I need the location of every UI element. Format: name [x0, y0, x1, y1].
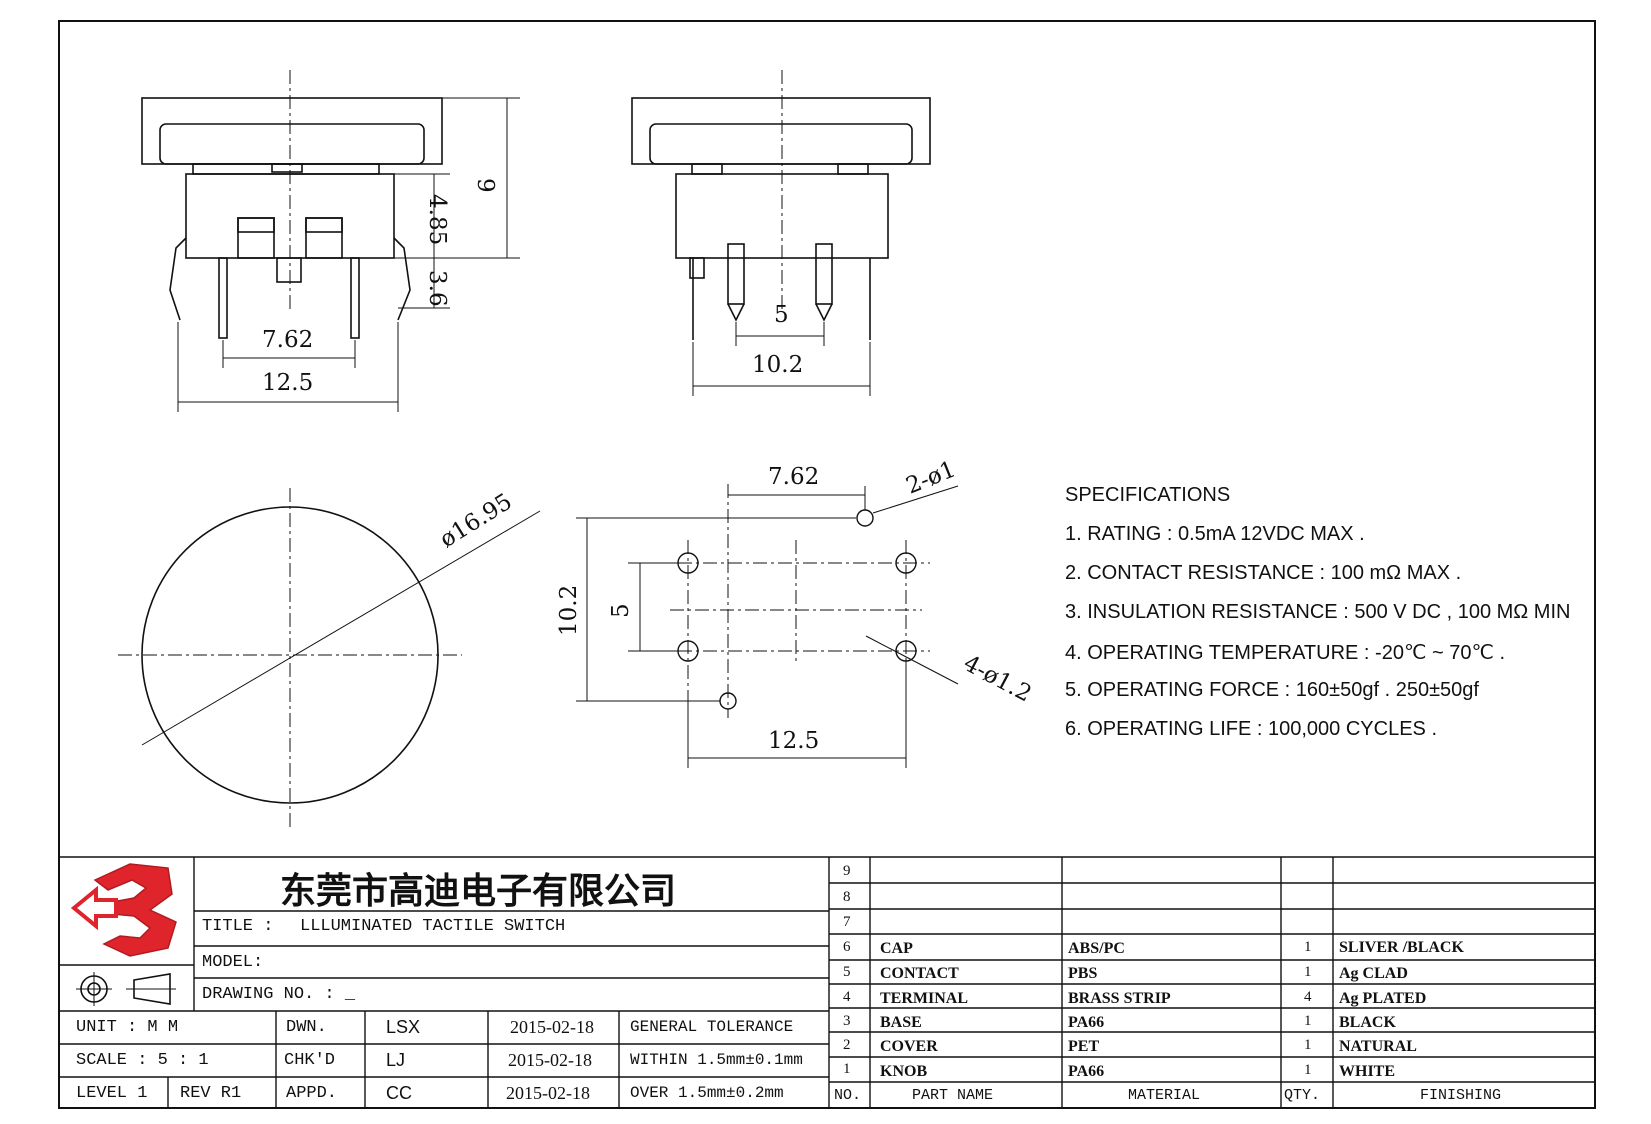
bom-material: PBS [1068, 965, 1098, 982]
scale-label: SCALE : 5 : 1 [76, 1051, 209, 1070]
dim-pcb-pitch-y: 5 [608, 603, 634, 618]
bom-finish: WHITE [1339, 1063, 1396, 1080]
first-angle-projection-icon [76, 972, 176, 1006]
dim-height-total: 9 [472, 178, 498, 193]
bom-finish: NATURAL [1339, 1038, 1417, 1055]
title-block-grid [59, 856, 1595, 1108]
rev-label: REV R1 [180, 1084, 242, 1103]
spec-insulation-resistance: 3. INSULATION RESISTANCE : 500 V DC , 10… [1065, 601, 1571, 623]
chkd-name: LJ [386, 1050, 406, 1070]
bom-qty: 1 [1304, 1013, 1312, 1029]
dim-side-width: 10.2 [752, 352, 803, 378]
bom-no: 3 [843, 1013, 851, 1029]
spec-rating: 1. RATING : 0.5mA 12VDC MAX . [1065, 523, 1365, 545]
model-label: MODEL: [202, 953, 264, 972]
bom-qty: 1 [1304, 1037, 1312, 1053]
drawing-no-label: DRAWING NO. : _ [202, 985, 356, 1004]
side-view [631, 70, 931, 340]
bom-part: CONTACT [880, 965, 959, 982]
appd-label: APPD. [286, 1084, 338, 1103]
bom-material: PA66 [1068, 1063, 1105, 1080]
bom-no: 4 [843, 989, 851, 1005]
within-tolerance: WITHIN 1.5mm±0.1mm [630, 1051, 803, 1069]
dim-pcb-height: 10.2 [556, 585, 582, 636]
bom-part: BASE [880, 1014, 922, 1031]
dim-pcb-small-holes: 2-ø1 [903, 456, 960, 499]
dim-pin-length: 3.6 [424, 270, 450, 307]
bom-row-8-no: 8 [843, 889, 851, 905]
dim-pcb-width: 12.5 [768, 728, 819, 754]
bom-part: TERMINAL [880, 990, 969, 1007]
bom-qty: 1 [1304, 964, 1312, 980]
bom-no: 6 [843, 939, 851, 955]
bom-header-finishing: FINISHING [1420, 1087, 1502, 1104]
dim-pcb-large-holes: 4-ø1.2 [959, 650, 1036, 707]
bom-material: ABS/PC [1068, 940, 1125, 957]
drawing-title: LLLUMINATED TACTILE SWITCH [300, 917, 566, 936]
spec-operating-temperature: 4. OPERATING TEMPERATURE : -20℃ ~ 70℃ . [1065, 642, 1506, 664]
general-tolerance: GENERAL TOLERANCE [630, 1018, 794, 1036]
bom-header-qty: QTY. [1284, 1087, 1321, 1104]
dim-body-height: 4.85 [424, 194, 450, 245]
company-logo [70, 863, 177, 957]
dim-side-pin-pitch: 5 [774, 302, 789, 328]
dim-front-width: 12.5 [262, 370, 313, 396]
company-name: 东莞市高迪电子有限公司 [280, 871, 677, 912]
appd-date: 2015-02-18 [506, 1083, 590, 1103]
bom-part: CAP [880, 940, 913, 957]
bom-row-7-no: 7 [843, 914, 851, 930]
bom-no: 2 [843, 1037, 851, 1053]
bom-material: PA66 [1068, 1014, 1105, 1031]
bom-finish: Ag CLAD [1339, 965, 1408, 982]
bom-part: COVER [880, 1038, 938, 1055]
bom-no: 1 [843, 1061, 851, 1077]
bom-material: BRASS STRIP [1068, 990, 1171, 1007]
bom-qty: 1 [1304, 939, 1312, 955]
bom-header-no: NO. [834, 1087, 862, 1104]
bom-row-9-no: 9 [843, 863, 851, 879]
pcb-dimensions [576, 485, 959, 768]
chkd-label: CHK'D [284, 1051, 336, 1070]
front-view [141, 70, 443, 339]
dwn-label: DWN. [286, 1018, 327, 1037]
bom-material: PET [1068, 1038, 1100, 1055]
over-tolerance: OVER 1.5mm±0.2mm [630, 1084, 784, 1102]
level-label: LEVEL 1 [76, 1084, 148, 1103]
bom-qty: 4 [1304, 989, 1312, 1005]
appd-name: CC [386, 1083, 412, 1103]
bom-header-part-name: PART NAME [912, 1087, 994, 1104]
dim-cap-diameter: ø16.95 [435, 489, 516, 553]
dim-pcb-pitch-x: 7.62 [768, 464, 819, 490]
bom-qty: 1 [1304, 1062, 1312, 1078]
spec-contact-resistance: 2. CONTACT RESISTANCE : 100 mΩ MAX . [1065, 562, 1462, 584]
bom-finish: Ag PLATED [1339, 990, 1427, 1007]
bom-finish: BLACK [1339, 1014, 1396, 1031]
spec-operating-life: 6. OPERATING LIFE : 100,000 CYCLES . [1065, 718, 1438, 740]
bom-finish: SLIVER /BLACK [1339, 939, 1464, 956]
unit-label: UNIT : M M [76, 1018, 179, 1037]
bom-no: 5 [843, 964, 851, 980]
specifications-heading: SPECIFICATIONS [1065, 484, 1231, 506]
spec-operating-force: 5. OPERATING FORCE : 160±50gf . 250±50gf [1065, 679, 1479, 701]
title-label: TITLE : [202, 917, 274, 936]
dim-front-pin-pitch: 7.62 [262, 327, 313, 353]
pcb-layout [628, 484, 930, 760]
dwn-date: 2015-02-18 [510, 1017, 594, 1037]
side-dimensions [692, 322, 871, 396]
bom-header-material: MATERIAL [1128, 1087, 1201, 1104]
bom-part: KNOB [880, 1063, 928, 1080]
dwn-name: LSX [386, 1017, 421, 1037]
top-view [118, 488, 541, 828]
chkd-date: 2015-02-18 [508, 1050, 592, 1070]
front-dimensions [177, 97, 520, 412]
drawing-border [58, 20, 1596, 1109]
